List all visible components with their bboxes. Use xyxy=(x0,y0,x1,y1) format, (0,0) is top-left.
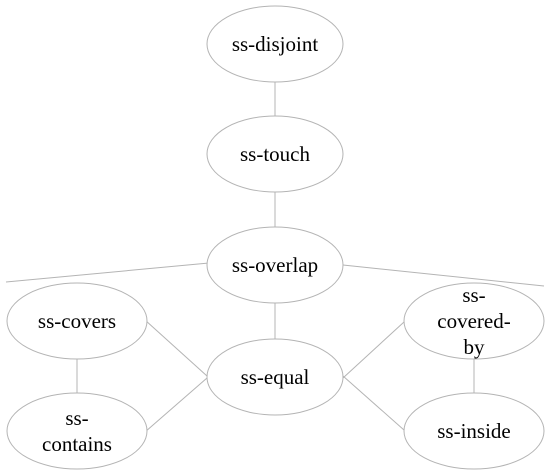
node-label-line: ss-equal xyxy=(241,365,310,389)
node-label-line: ss- xyxy=(462,283,485,307)
node-label-overlap: ss-overlap xyxy=(232,253,318,277)
edge-covered-by-equal xyxy=(342,321,405,379)
node-label-line: ss-disjoint xyxy=(232,32,319,56)
edge-equal-inside xyxy=(342,375,405,431)
edge-equal-contains xyxy=(144,377,208,433)
node-inside: ss-inside xyxy=(403,392,545,470)
node-label-line: ss- xyxy=(65,406,88,430)
node-label-line: by xyxy=(464,335,486,359)
node-ellipse-overlap xyxy=(206,226,344,304)
node-label-line: covered- xyxy=(437,309,510,333)
node-covered-by: ss-covered-by xyxy=(403,282,545,360)
node-ellipse-contains xyxy=(6,392,148,470)
node-label-covered-by: ss-covered-by xyxy=(437,283,510,359)
edge-overlap-covered-by xyxy=(342,264,545,287)
edge-layer xyxy=(5,82,545,433)
node-ellipse-covered-by xyxy=(403,282,545,360)
node-layer: ss-disjoint ss-touch ss-overlap ss-covers ss… xyxy=(6,5,545,470)
node-ellipse-disjoint xyxy=(206,5,344,83)
edge-overlap-covers xyxy=(5,262,210,283)
node-label-line: ss-covers xyxy=(38,309,116,333)
node-label-covers: ss-covers xyxy=(38,309,116,333)
node-label-line: ss-touch xyxy=(240,142,310,166)
node-ellipse-equal xyxy=(206,338,344,416)
node-touch: ss-touch xyxy=(206,115,344,193)
node-label-line: ss-overlap xyxy=(232,253,318,277)
node-label-line: ss-inside xyxy=(437,419,511,443)
node-contains: ss-contains xyxy=(6,392,148,470)
node-label-line: contains xyxy=(42,432,112,456)
node-label-touch: ss-touch xyxy=(240,142,310,166)
node-label-equal: ss-equal xyxy=(241,365,310,389)
node-label-contains: ss-contains xyxy=(42,406,112,456)
node-label-disjoint: ss-disjoint xyxy=(232,32,319,56)
edge-covers-equal xyxy=(144,319,208,377)
node-ellipse-touch xyxy=(206,115,344,193)
node-label-inside: ss-inside xyxy=(437,419,511,443)
node-covers: ss-covers xyxy=(6,282,148,360)
node-equal: ss-equal xyxy=(206,338,344,416)
node-disjoint: ss-disjoint xyxy=(206,5,344,83)
node-ellipse-covers xyxy=(6,282,148,360)
node-ellipse-inside xyxy=(403,392,545,470)
node-overlap: ss-overlap xyxy=(206,226,344,304)
